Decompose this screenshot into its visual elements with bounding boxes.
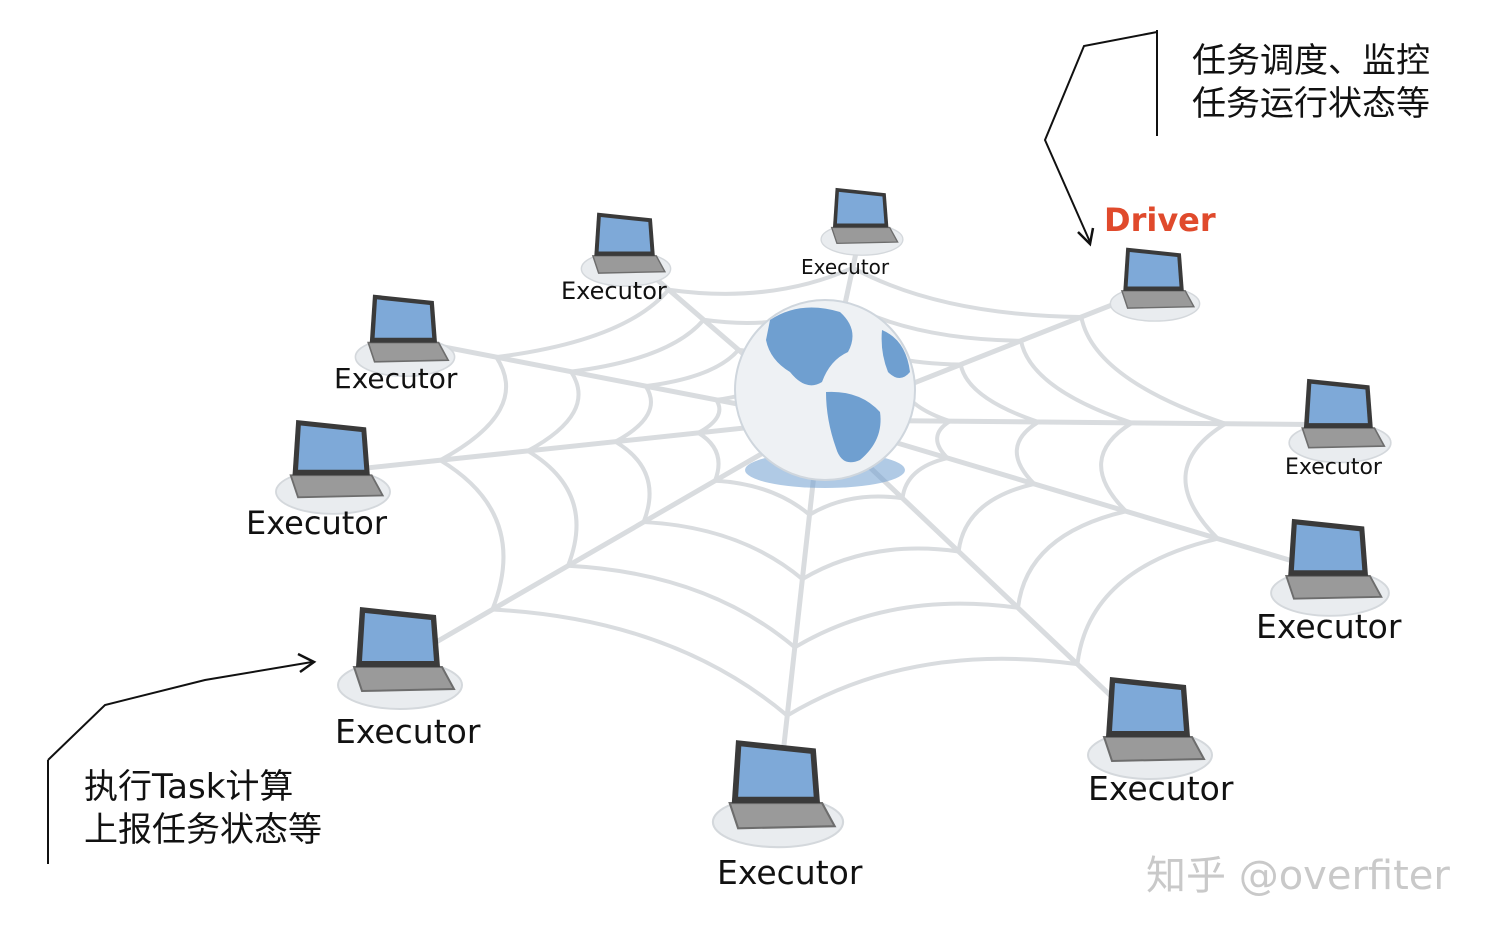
globe-land <box>826 391 881 463</box>
globe-land <box>881 330 910 378</box>
executor-arrowhead <box>297 652 317 674</box>
executor-laptop-7 <box>337 607 463 710</box>
executor-label-1: Executor <box>561 277 667 305</box>
laptop-keyboard <box>1301 427 1386 449</box>
executor-label-4: Executor <box>246 504 388 542</box>
web-strand <box>330 417 823 475</box>
executor-role-note: 执行Task计算 上报任务状态等 <box>84 766 322 851</box>
laptop-screen <box>1293 524 1363 571</box>
executor-label-2: Executor <box>801 255 890 279</box>
laptop-screen <box>298 425 365 470</box>
laptop-screen <box>1112 683 1184 731</box>
executor-label-5: Executor <box>1285 455 1382 480</box>
laptop-keyboard <box>728 802 837 830</box>
laptop-keyboard <box>591 255 667 274</box>
driver-role-line-1: 任务调度、监控 <box>1192 41 1430 81</box>
arrow-icon <box>47 30 1158 864</box>
driver-label: Driver <box>1104 201 1216 239</box>
laptop-keyboard <box>1102 736 1206 763</box>
laptop-keyboard <box>352 666 456 693</box>
laptop-screen <box>1127 251 1180 287</box>
laptop-screen <box>1308 383 1368 424</box>
laptop-screen <box>598 216 651 252</box>
laptop-screen <box>738 746 814 797</box>
executor-laptop-3 <box>354 294 456 378</box>
globe-icon <box>734 299 916 488</box>
executor-label-9: Executor <box>717 853 863 892</box>
executor-laptop-4 <box>275 420 391 515</box>
laptop-keyboard <box>289 474 385 499</box>
globe-land <box>766 307 853 386</box>
executor-laptop-1 <box>580 212 672 287</box>
executor-laptop-5 <box>1288 378 1392 464</box>
driver-role-note: 任务调度、监控 任务运行状态等 <box>1192 40 1430 125</box>
web-strand <box>817 417 1333 575</box>
laptop-keyboard <box>367 341 450 363</box>
watermark: 知乎 @overfiter <box>1146 853 1450 899</box>
laptop-screen <box>374 299 433 338</box>
executor-label-8: Executor <box>1088 769 1234 808</box>
executor-label-7: Executor <box>335 712 481 751</box>
web-strand <box>397 417 823 666</box>
executor-label-6: Executor <box>1256 607 1402 646</box>
driver-role-line-2: 任务运行状态等 <box>1192 83 1430 124</box>
executor-laptop-6 <box>1270 518 1390 617</box>
executor-label-3: Executor <box>334 362 458 395</box>
executor-role-line-1: 执行Task计算 <box>84 767 294 807</box>
executor-role-line-2: 上报任务状态等 <box>84 809 322 850</box>
laptop-keyboard <box>830 226 899 245</box>
driver-arrow-line <box>1043 31 1158 243</box>
executor-laptop-9 <box>711 740 845 849</box>
laptop-screen <box>836 191 885 224</box>
web-ring <box>436 265 1231 718</box>
executor-arrow-line <box>47 661 313 761</box>
laptop-keyboard <box>1120 290 1196 309</box>
executor-laptop-2 <box>820 187 904 256</box>
laptop-screen <box>362 613 434 661</box>
driver-arrowhead <box>1077 227 1095 247</box>
laptop-keyboard <box>1284 574 1383 600</box>
driver-laptop <box>1109 247 1201 322</box>
executor-laptop-8 <box>1087 677 1213 780</box>
